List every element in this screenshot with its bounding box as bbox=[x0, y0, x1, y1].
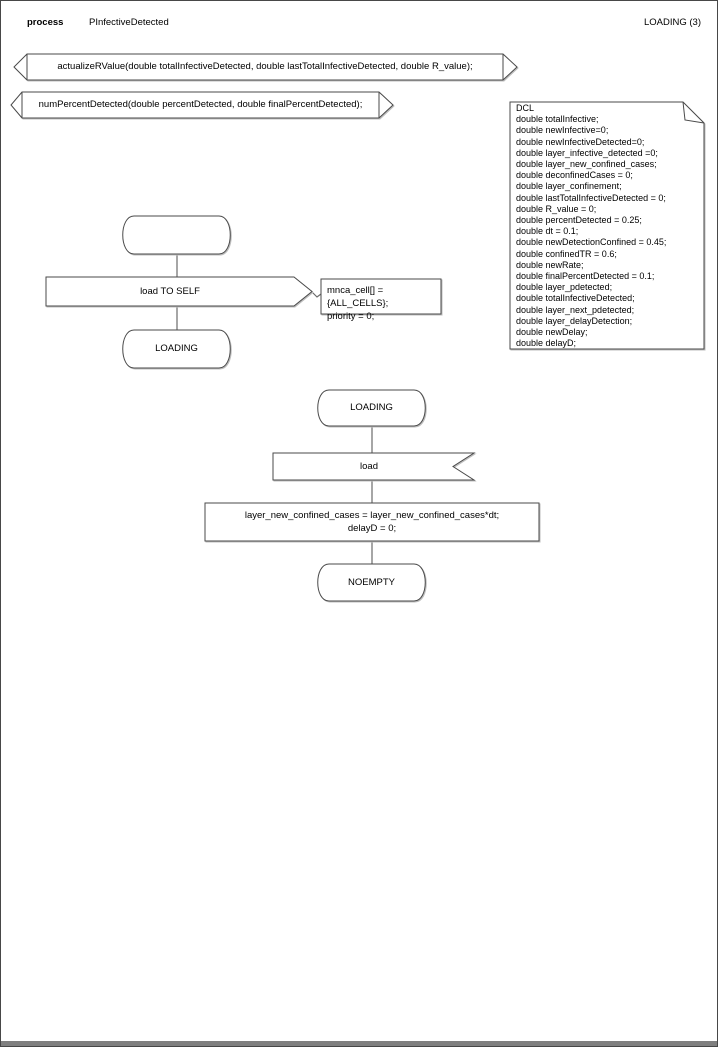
state-label-noempty: NOEMPTY bbox=[348, 576, 395, 588]
diagram-kind-label: process bbox=[27, 17, 64, 28]
procedure-declaration-shape-actualizeRValue[interactable] bbox=[13, 53, 518, 81]
task-box-shape[interactable] bbox=[204, 502, 540, 542]
input-label-load: load bbox=[360, 460, 378, 472]
output-shape-load-to-self[interactable] bbox=[45, 276, 313, 307]
output-label-load-to-self: load TO SELF bbox=[140, 285, 200, 297]
state-shape-loading-2[interactable] bbox=[317, 389, 426, 427]
dcl-declarations-text: DCL double totalInfective; double newInf… bbox=[516, 103, 667, 349]
process-name: PInfectiveDetected bbox=[89, 17, 169, 28]
state-label-loading-2: LOADING bbox=[350, 402, 393, 413]
output-comment-box[interactable] bbox=[320, 278, 442, 315]
page-state-indicator: LOADING (3) bbox=[643, 17, 701, 28]
state-shape-noempty[interactable] bbox=[317, 563, 426, 602]
dcl-declarations-note-shape[interactable] bbox=[509, 101, 705, 350]
procedure-signature-actualizeRValue: actualizeRValue(double totalInfectiveDet… bbox=[57, 61, 473, 72]
connector-output-to-comment bbox=[311, 291, 322, 298]
page-bottom-edge bbox=[1, 1041, 717, 1046]
input-shape-load[interactable] bbox=[272, 452, 476, 481]
procedure-signature-numPercentDetected: numPercentDetected(double percentDetecte… bbox=[38, 99, 363, 110]
output-comment-text: mnca_cell[] = {ALL_CELLS}; priority = 0; bbox=[327, 285, 389, 322]
start-state-shape[interactable] bbox=[122, 215, 231, 255]
state-label-loading-1: LOADING bbox=[155, 343, 198, 354]
state-shape-loading-1[interactable] bbox=[122, 329, 231, 369]
procedure-declaration-shape-numPercentDetected[interactable] bbox=[10, 91, 394, 119]
task-box-text: layer_new_confined_cases = layer_new_con… bbox=[244, 510, 500, 534]
